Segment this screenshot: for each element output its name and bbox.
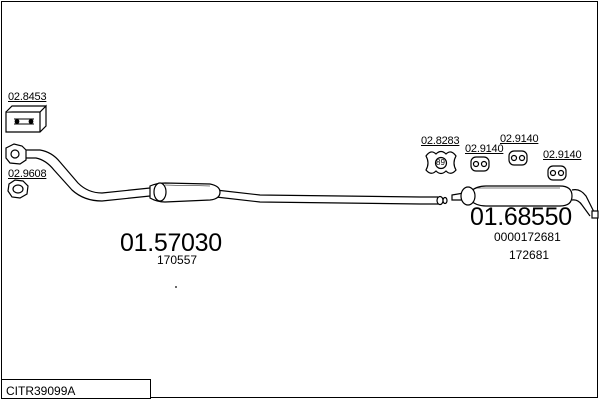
label-gasket-rear: 02.8283	[421, 135, 460, 147]
label-rubber-1: 02.9140	[465, 143, 504, 155]
label-rear-silencer-ref: 172681	[509, 248, 550, 262]
drawing-code: CITR39099A	[6, 384, 76, 398]
label-rubber-2: 02.9140	[500, 133, 539, 145]
label-front-pipe-ref: 170557	[157, 253, 198, 267]
rubber-mount-3-icon	[547, 165, 567, 181]
rubber-mount-1-icon	[470, 156, 490, 172]
gasket-front-icon	[7, 179, 29, 199]
gasket-rear-icon	[425, 150, 457, 175]
drawing-code-box: CITR39099A	[1, 379, 151, 399]
front-flange-icon	[5, 143, 27, 165]
front-silencer-icon	[149, 182, 221, 203]
front-pipe	[12, 149, 448, 206]
label-rear-silencer-part: 01.68550	[470, 203, 572, 231]
label-clamp-box: 02.8453	[8, 91, 47, 103]
rubber-mount-2-icon	[508, 150, 528, 166]
label-front-pipe-part: 01.57030	[120, 229, 222, 257]
label-gasket-rear-badge: 89	[436, 158, 445, 167]
clamp-box-icon	[5, 104, 47, 133]
dot-mark	[175, 286, 177, 288]
label-rubber-3: 02.9140	[543, 149, 582, 161]
label-gasket-front: 02.9608	[8, 168, 47, 180]
label-rear-silencer-oe: 0000172681	[494, 230, 561, 244]
rear-silencer-icon	[451, 185, 599, 219]
